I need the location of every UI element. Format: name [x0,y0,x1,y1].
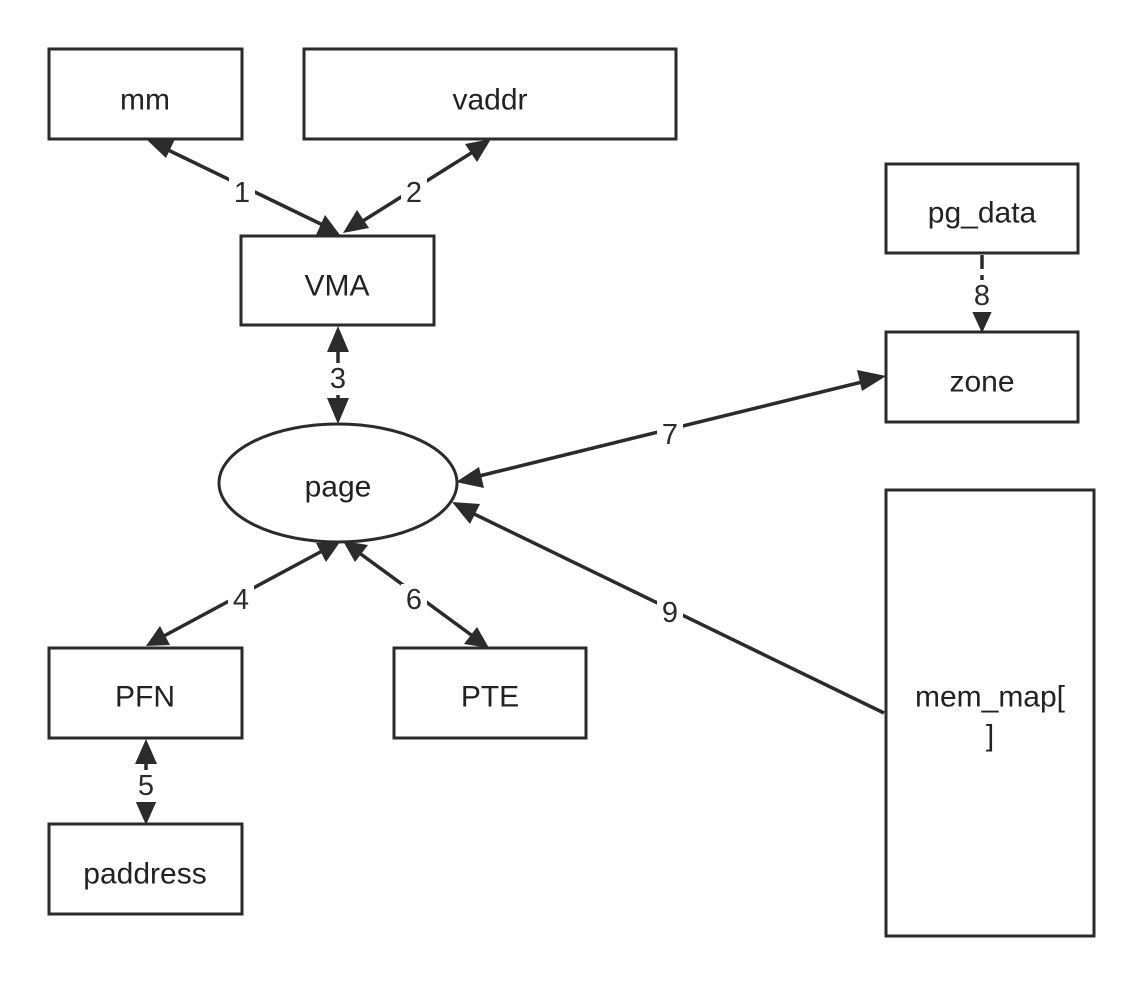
edge-7-page-zone: 7 [456,370,886,488]
edge-1-arrowhead-mm [146,139,175,158]
edge-8-pgdata-zone: 8 [969,255,995,333]
edge-4-page-pfn: 4 [146,542,340,646]
node-vaddr-label: vaddr [452,84,527,117]
edge-7-arrowhead-page [456,467,484,488]
edge-1-arrowhead-vma [316,215,340,235]
edge-3-label: 3 [330,363,346,395]
node-pg-data: pg_data [884,162,1080,255]
edge-2-arrowhead-vaddr [465,139,491,162]
edge-7-label: 7 [662,419,678,451]
edge-2-label: 2 [406,177,422,209]
node-pfn-label: PFN [115,681,175,714]
node-paddress-label: paddress [83,858,206,891]
edge-2-arrowhead-vma [343,210,369,233]
edge-6-arrowhead-pte [464,627,489,648]
edge-8-label: 8 [974,280,990,312]
node-pfn: PFN [47,646,244,740]
node-zone: zone [884,330,1080,424]
edge-3-vma-page: 3 [325,326,351,424]
edge-7-arrowhead-zone [857,370,886,391]
edge-4-arrowhead-pfn [146,626,170,646]
edge-4-label: 4 [233,584,249,616]
node-pte: PTE [392,646,588,740]
edge-6-page-pte: 6 [343,541,489,648]
edge-8-arrowhead-zone [971,309,993,333]
node-mem-map: mem_map[ ] [884,488,1096,938]
node-vaddr: vaddr [302,47,678,141]
edge-5-pfn-paddress: 5 [133,739,159,825]
edge-5-label: 5 [138,770,154,802]
edge-1-mm-vma: 1 [146,139,340,235]
node-zone-label: zone [949,366,1014,399]
edge-5-arrowhead-paddress [135,800,157,825]
node-paddress: paddress [47,822,244,916]
edge-6-label: 6 [406,584,422,616]
node-mm: mm [47,47,244,141]
edge-4-arrowhead-page [316,542,340,562]
edge-9-label: 9 [662,597,678,629]
node-vma: VMA [239,234,436,327]
node-mem-map-label-line1: mem_map[ [915,681,1066,714]
edge-9-arrowhead-page [452,502,480,524]
edge-9-memmap-page: 9 [452,502,885,715]
node-vma-label: VMA [304,270,369,303]
node-pte-label: PTE [461,681,519,714]
edge-1-label: 1 [234,177,250,209]
node-page: page [217,422,459,544]
edge-6-arrowhead-page [343,541,368,562]
node-pg-data-label: pg_data [928,197,1037,230]
edge-3-arrowhead-vma [327,326,349,352]
edge-3-arrowhead-page [327,398,349,424]
edge-5-arrowhead-pfn [135,739,157,764]
node-page-label: page [305,471,372,504]
node-mm-label: mm [120,84,170,117]
edge-2-vaddr-vma: 2 [343,139,491,233]
node-mem-map-label-line2: ] [986,720,994,753]
